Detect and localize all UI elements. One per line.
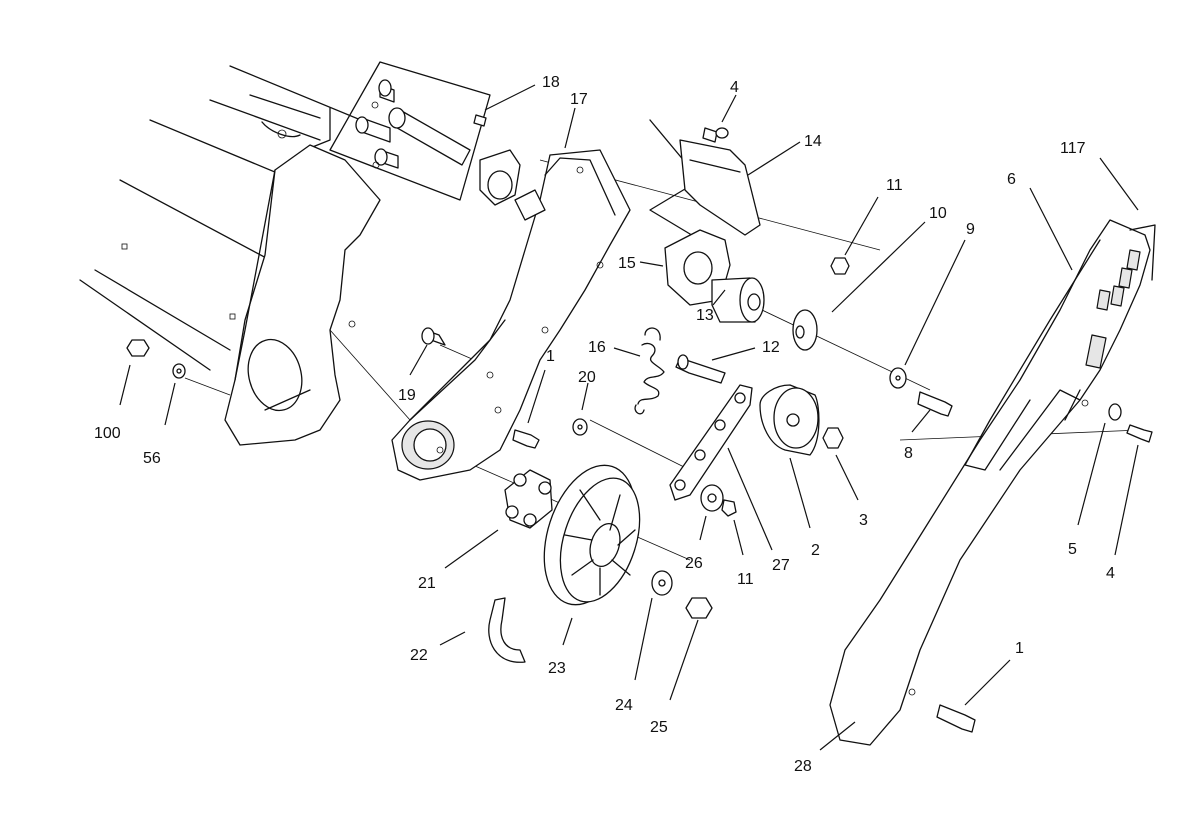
callout-13: 13 (696, 307, 714, 324)
callout-6: 6 (1007, 171, 1016, 188)
nut-11-lower (721, 499, 737, 517)
callout-19: 19 (398, 387, 416, 404)
callout-8: 8 (904, 445, 913, 462)
callout-1: 1 (1015, 640, 1024, 657)
bolt-1-lower (936, 704, 976, 733)
callout-5: 5 (1068, 541, 1077, 558)
callout-25: 25 (650, 719, 668, 736)
callout-18: 18 (542, 74, 560, 91)
callout-12: 12 (762, 339, 780, 356)
callout-labels: 18 17 4 14 117 6 11 10 9 15 13 16 12 1 2… (94, 74, 1115, 775)
callout-10: 10 (929, 205, 947, 222)
callout-56: 56 (143, 450, 161, 467)
nut-11-upper (830, 257, 850, 275)
side-cover-6 (829, 219, 1156, 746)
drive-plate-17 (391, 149, 631, 481)
callout-3: 3 (859, 512, 868, 529)
drive-pulley-23 (543, 464, 641, 606)
washer-5 (1108, 403, 1122, 421)
callout-17: 17 (570, 91, 588, 108)
bolt-8 (917, 391, 953, 417)
callout-15: 15 (618, 255, 636, 272)
tension-spring-16 (634, 327, 665, 415)
clutch-block-21 (504, 469, 553, 529)
idler-arm-27 (669, 384, 753, 501)
nut-3 (822, 427, 844, 449)
callout-20: 20 (578, 369, 596, 386)
callout-2: 2 (811, 542, 820, 559)
belt-cover-14 (649, 119, 761, 241)
bolt-4-right (1126, 424, 1153, 443)
idler-bracket-15 (664, 229, 765, 323)
leader-lines (119, 84, 1139, 751)
callout-28: 28 (794, 758, 812, 775)
callout-11: 11 (886, 177, 903, 194)
shoulder-bolt-12 (675, 354, 726, 384)
idler-pulley-2 (759, 384, 820, 456)
fasteners (126, 257, 1153, 733)
callout-117: 117 (1060, 140, 1086, 157)
main-housing (79, 65, 386, 446)
callout-4: 4 (1106, 565, 1115, 582)
shaft-inset (329, 61, 491, 201)
nut-100 (126, 339, 150, 357)
callout-21: 21 (418, 575, 436, 592)
callout-100: 100 (94, 425, 121, 442)
callout-24: 24 (615, 697, 633, 714)
callout-16: 16 (588, 339, 606, 356)
callout-27: 27 (772, 557, 790, 574)
callout-23: 23 (548, 660, 566, 677)
washer-10 (792, 309, 818, 351)
callout-1: 1 (546, 348, 555, 365)
callout-9: 9 (966, 221, 975, 238)
belt-22 (488, 597, 526, 663)
bolt-1-center (512, 429, 540, 449)
nut-25 (685, 597, 713, 619)
callout-4: 4 (730, 79, 739, 96)
callout-22: 22 (410, 647, 428, 664)
callout-11: 11 (737, 571, 754, 588)
callout-26: 26 (685, 555, 703, 572)
callout-14: 14 (804, 133, 822, 150)
